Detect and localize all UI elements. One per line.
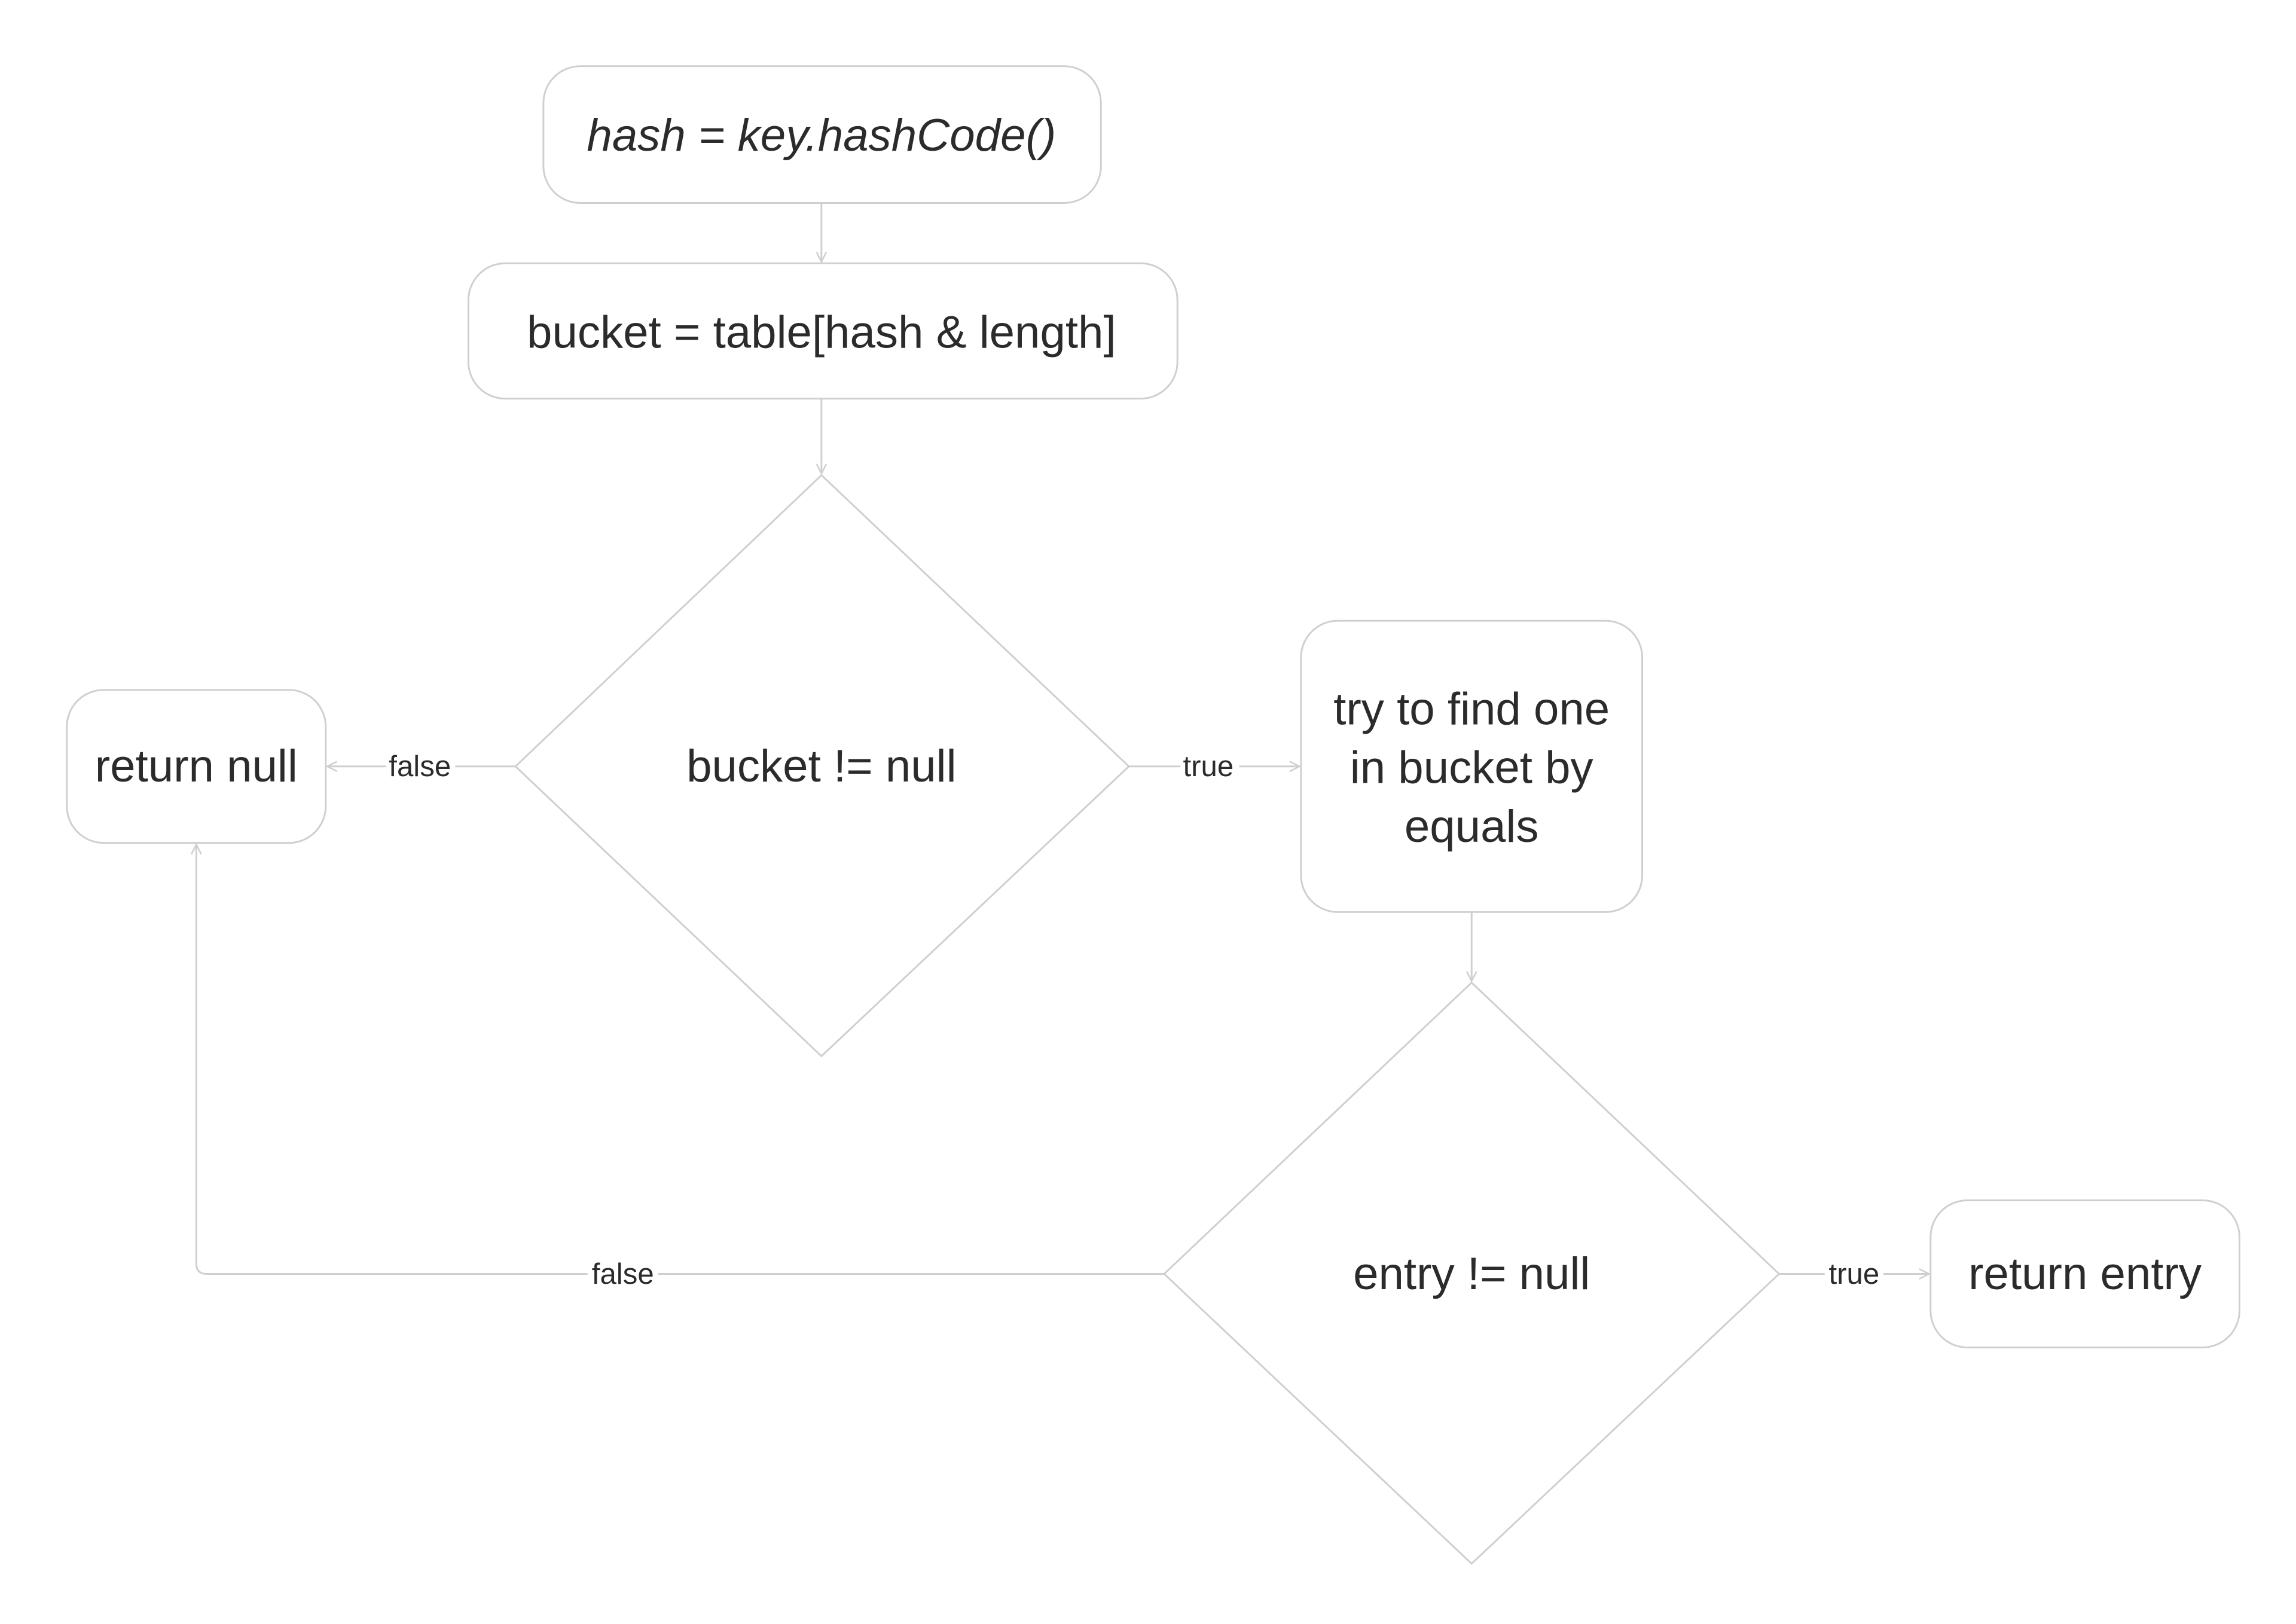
label-entry-false: false (587, 1256, 658, 1292)
node-text: hash = key.hashCode() (587, 110, 1056, 161)
node-entry-check: entry != null (1162, 981, 1781, 1565)
node-text: bucket = table[hash & length] (527, 307, 1116, 358)
label-text: false (389, 750, 451, 783)
node-find: try to find one in bucket by equals (1300, 619, 1644, 913)
node-text: entry != null (1353, 1248, 1590, 1299)
node-text-line: equals (1405, 801, 1539, 852)
node-text-line: try to find one (1333, 683, 1610, 734)
node-bucket-check: bucket != null (514, 474, 1131, 1058)
label-text: true (1828, 1257, 1879, 1290)
node-hash: hash = key.hashCode() (542, 65, 1102, 204)
label-entry-true: true (1824, 1256, 1884, 1292)
node-bucket: bucket = table[hash & length] (467, 262, 1178, 400)
node-text: return null (95, 741, 298, 792)
label-text: true (1183, 750, 1234, 783)
label-text: false (592, 1257, 654, 1290)
edge-entry-false (196, 844, 1165, 1275)
node-text: bucket != null (686, 741, 956, 792)
node-return-entry: return entry (1929, 1199, 2240, 1348)
label-bucket-true: true (1180, 749, 1239, 784)
node-return-null: return null (66, 689, 327, 844)
label-bucket-false: false (386, 749, 456, 784)
node-text-line: in bucket by (1350, 743, 1593, 793)
node-text: return entry (1968, 1248, 2202, 1299)
